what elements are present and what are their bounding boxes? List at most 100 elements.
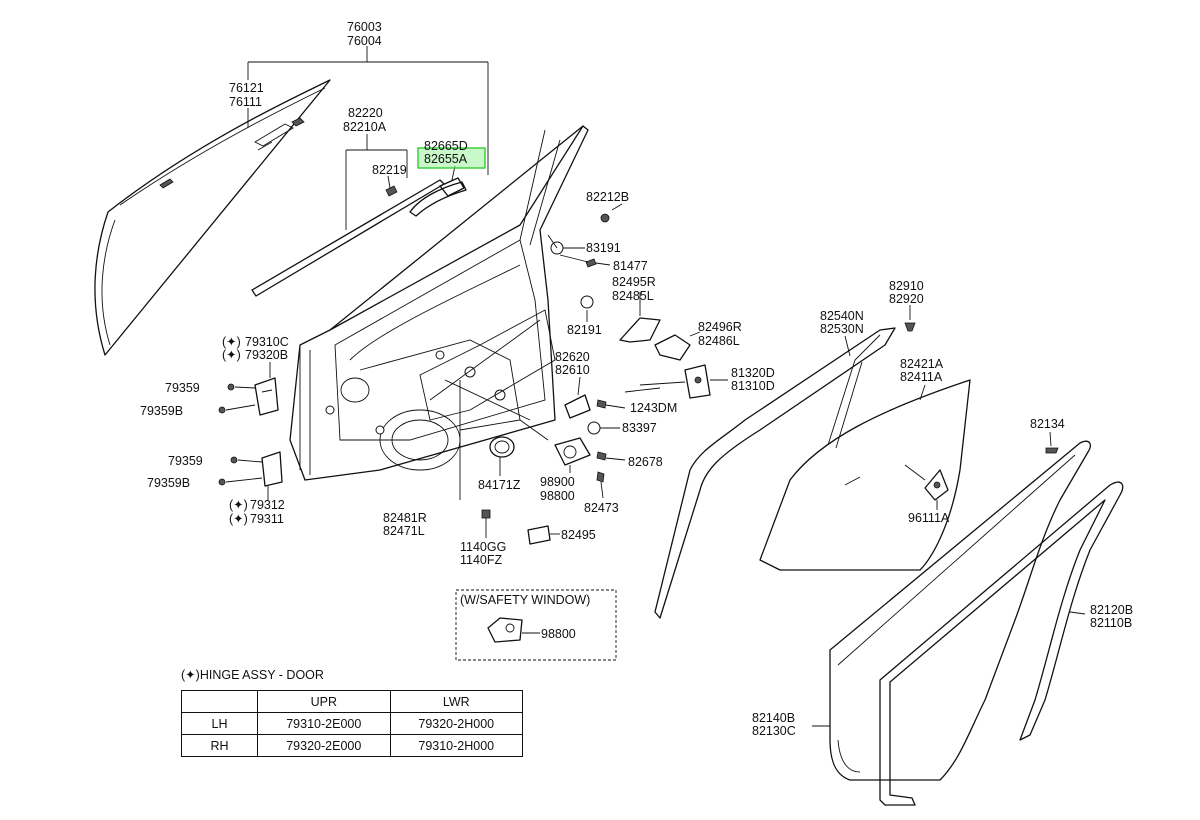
grommet	[489, 436, 515, 476]
label-76121: 76121	[229, 81, 264, 95]
table-cell-side: LH	[180, 712, 259, 735]
table-header-cell: LWR	[389, 690, 524, 713]
label-82473: 82473	[584, 501, 619, 515]
door-latch	[624, 364, 728, 399]
label-82496R: 82496R	[698, 320, 742, 334]
label-79320B: 79320B	[245, 348, 288, 362]
group-bracket-76003	[247, 46, 489, 175]
bolt-1140	[459, 380, 491, 538]
table-row: RH 79320-2E000 79310-2H000	[180, 734, 524, 757]
label-hinge-marker-4: (✦)	[229, 512, 248, 526]
label-82678: 82678	[628, 455, 663, 469]
label-98900: 98900	[540, 475, 575, 489]
label-82471L: 82471L	[383, 524, 425, 538]
table-header-cell	[180, 690, 259, 713]
table-cell-lwr: 79310-2H000	[389, 734, 524, 757]
label-82219: 82219	[372, 163, 407, 177]
label-76004: 76004	[347, 34, 382, 48]
label-82540N: 82540N	[820, 309, 864, 323]
label-82130C: 82130C	[752, 724, 796, 738]
table-cell-lwr: 79320-2H000	[389, 712, 524, 735]
label-82191: 82191	[567, 323, 602, 337]
hinge-table-title: (✦)HINGE ASSY - DOOR	[181, 667, 324, 682]
hinge-assy-table: UPR LWR LH 79310-2E000 79320-2H000 RH 79…	[180, 690, 524, 757]
label-79312: 79312	[250, 498, 285, 512]
label-83191: 83191	[586, 241, 621, 255]
label-82620: 82620	[555, 350, 590, 364]
door-glass	[759, 379, 971, 571]
safety-window-box	[455, 589, 617, 661]
label-79359-lower: 79359	[168, 454, 203, 468]
glass-run-channel	[654, 327, 896, 619]
label-82110B: 82110B	[1090, 616, 1132, 630]
label-76003: 76003	[347, 20, 382, 34]
label-81320D: 81320D	[731, 366, 775, 380]
table-cell-upr: 79320-2E000	[257, 734, 391, 757]
table-header-row: UPR LWR	[180, 690, 524, 713]
highlight-box	[417, 147, 486, 169]
label-82140B: 82140B	[752, 711, 795, 725]
label-82220: 82220	[348, 106, 383, 120]
label-82212B: 82212B	[586, 190, 629, 204]
hinge-marker: (✦)	[181, 668, 200, 682]
safety-window-title: (W/SAFETY WINDOW)	[460, 593, 590, 607]
label-79359B-lower: 79359B	[147, 476, 190, 490]
upper-hinge	[218, 362, 279, 416]
label-79359-upper: 79359	[165, 381, 200, 395]
label-82530N: 82530N	[820, 322, 864, 336]
label-79311: 79311	[250, 512, 284, 526]
label-82610: 82610	[555, 363, 590, 377]
label-96111A: 96111A	[908, 511, 950, 525]
table-row: LH 79310-2E000 79320-2H000	[180, 712, 524, 735]
label-76111: 76111	[229, 95, 262, 109]
label-82411A: 82411A	[900, 370, 943, 384]
label-82134: 82134	[1030, 417, 1065, 431]
label-82655A: 82655A	[424, 152, 468, 166]
door-weatherstrip	[812, 440, 1124, 806]
table-cell-upr: 79310-2E000	[257, 712, 391, 735]
label-82210A: 82210A	[343, 120, 387, 134]
label-1140GG: 1140GG	[460, 540, 506, 554]
window-motor	[519, 419, 626, 499]
label-82120B: 82120B	[1090, 603, 1133, 617]
label-hinge-marker-2: (✦)	[222, 348, 241, 362]
label-79359B-upper: 79359B	[140, 404, 183, 418]
label-hinge-marker-1: (✦)	[222, 335, 241, 349]
label-98800-safety: 98800	[541, 627, 576, 641]
glass-clip	[904, 464, 949, 510]
label-82920: 82920	[889, 292, 924, 306]
hinge-title-text: HINGE ASSY - DOOR	[199, 668, 324, 682]
label-1243DM: 1243DM	[630, 401, 677, 415]
label-84171Z: 84171Z	[478, 478, 521, 492]
door-inner-panel	[289, 125, 589, 481]
label-83397: 83397	[622, 421, 657, 435]
caution-label	[527, 525, 560, 545]
label-79310C: 79310C	[245, 335, 289, 349]
label-98800: 98800	[540, 489, 575, 503]
retainer-clip	[904, 305, 916, 332]
fasteners-upper	[547, 203, 623, 322]
striker-brackets	[619, 292, 701, 361]
outside-handle	[409, 165, 467, 217]
label-82910: 82910	[889, 279, 924, 293]
label-82495: 82495	[561, 528, 596, 542]
part-labels: 76003 76004 76121 76111 82220 82210A 822…	[140, 20, 1133, 738]
label-hinge-marker-3: (✦)	[229, 498, 248, 512]
label-82495R: 82495R	[612, 275, 656, 289]
label-81477: 81477	[613, 259, 648, 273]
label-81310D: 81310D	[731, 379, 775, 393]
lower-hinge	[218, 451, 283, 500]
label-82486L: 82486L	[698, 334, 740, 348]
label-82665D: 82665D	[424, 139, 468, 153]
window-regulator	[419, 309, 556, 421]
door-outer-panel	[94, 79, 331, 356]
inside-handle	[564, 376, 626, 435]
label-82481R: 82481R	[383, 511, 427, 525]
label-82485L: 82485L	[612, 289, 654, 303]
table-cell-side: RH	[180, 734, 259, 757]
table-header-cell: UPR	[257, 690, 391, 713]
weatherstrip-clip	[1045, 431, 1059, 454]
label-82421A: 82421A	[900, 357, 944, 371]
label-1140FZ: 1140FZ	[460, 553, 503, 567]
